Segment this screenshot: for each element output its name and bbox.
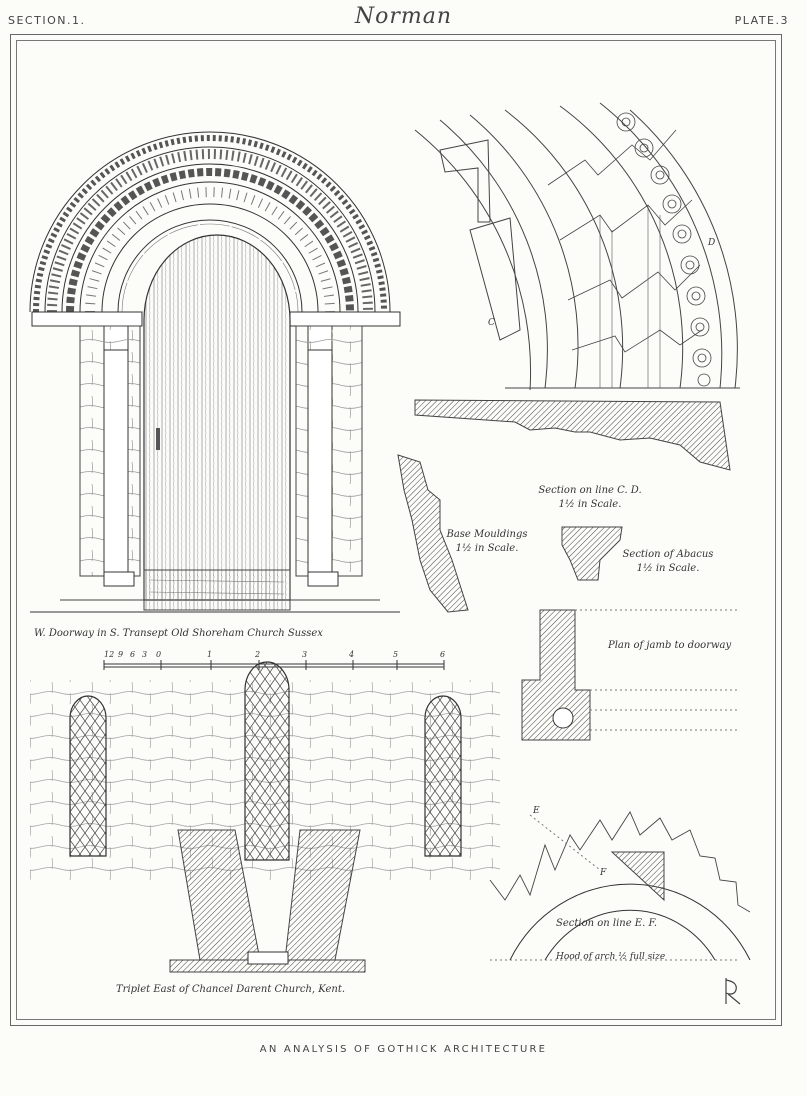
caption-section-ef: Section on line E. F.: [556, 918, 658, 929]
scale-tick: 6: [130, 650, 136, 659]
inner-frame: [16, 40, 776, 1020]
caption-section-cd-title: Section on line C. D.: [538, 485, 642, 496]
footer-title: AN ANALYSIS OF GOTHICK ARCHITECTURE: [259, 1044, 548, 1055]
plan-jamb-drawing: [521, 609, 740, 741]
scale-tick: 9: [118, 650, 124, 659]
section-cd-drawing: [414, 102, 740, 471]
letter-f: F: [600, 868, 607, 878]
scale-tick: 2: [255, 650, 261, 659]
triplet-drawing: [30, 661, 500, 973]
caption-section-cd: Section on line C. D. 1½ in Scale.: [520, 484, 660, 512]
caption-abacus-scale: 1½ in Scale.: [636, 563, 700, 574]
caption-abacus-title: Section of Abacus: [622, 549, 714, 560]
scale-tick: 4: [349, 650, 355, 659]
letter-c: C: [488, 318, 495, 328]
caption-base-mouldings-title: Base Mouldings: [446, 529, 528, 540]
monogram-icon: [725, 978, 741, 1005]
plate-title: Norman: [354, 4, 453, 29]
outer-frame: [10, 34, 782, 1026]
base-mouldings-drawing: [397, 454, 469, 613]
scale-tick: 6: [440, 650, 446, 659]
caption-section-cd-scale: 1½ in Scale.: [558, 499, 622, 510]
caption-base-mouldings: Base Mouldings 1½ in Scale.: [432, 528, 542, 556]
doorway-drawing: [29, 131, 401, 613]
caption-base-mouldings-scale: 1½ in Scale.: [455, 543, 519, 554]
caption-abacus: Section of Abacus 1½ in Scale.: [608, 548, 728, 576]
scale-tick: 1: [207, 650, 213, 659]
scale-tick: 3: [142, 650, 148, 659]
scale-tick: 3: [302, 650, 308, 659]
caption-doorway: W. Doorway in S. Transept Old Shoreham C…: [34, 628, 323, 639]
letter-d: D: [708, 238, 716, 248]
scale-tick: 0: [156, 650, 162, 659]
caption-triplet: Triplet East of Chancel Darent Church, K…: [116, 984, 346, 995]
caption-hood: Hood of arch ½ full size: [556, 952, 666, 962]
scale-tick: 12: [104, 650, 115, 659]
section-ef-drawing: [489, 811, 751, 961]
caption-plan-jamb: Plan of jamb to doorway: [608, 640, 732, 651]
plate-number: PLATE.3: [734, 14, 789, 27]
section-label: SECTION.1.: [8, 14, 86, 27]
letter-e: E: [533, 806, 540, 816]
scale-tick: 5: [393, 650, 399, 659]
abacus-drawing: [561, 526, 623, 581]
